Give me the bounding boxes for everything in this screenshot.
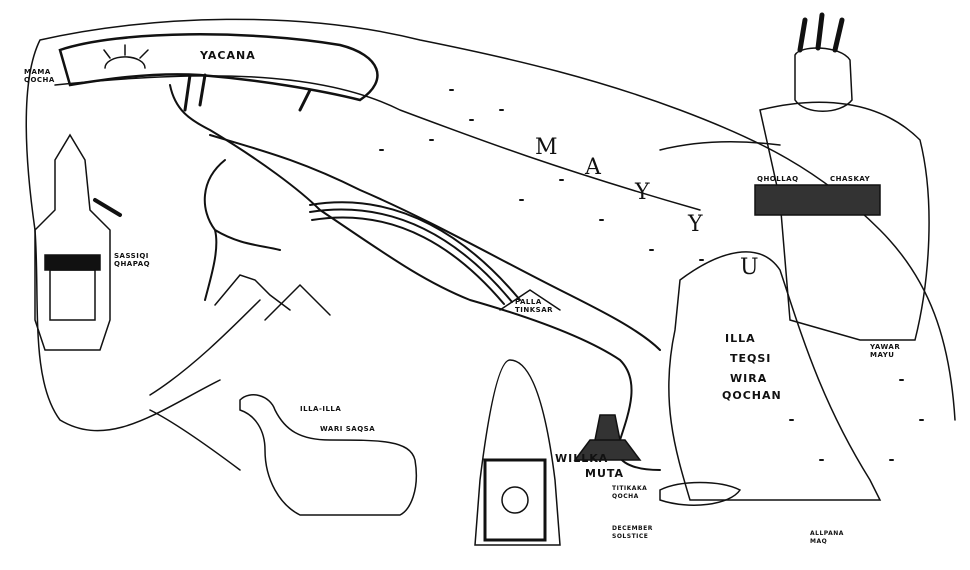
label-qochan: QOCHAN — [722, 389, 782, 402]
figure-left-sassiqi — [34, 133, 111, 351]
figure-left-tunic — [49, 269, 96, 321]
label-wari-saqsa: WARI SAQSA — [320, 425, 376, 433]
label-palla-tinksar: PALLA TINKSAR — [515, 298, 554, 314]
yacana-legs — [183, 73, 312, 112]
mountain-right — [264, 283, 331, 321]
figure-right-arm — [659, 140, 781, 151]
figure-left-staff — [93, 198, 122, 217]
label-muta: MUTA — [585, 467, 625, 480]
label-wira: WIRA — [730, 372, 768, 385]
milky-way — [309, 201, 521, 305]
titikaka-lake — [659, 481, 742, 506]
mayu-letter: U — [740, 255, 759, 280]
mountain-palla — [499, 289, 561, 311]
figure-right-belt — [754, 184, 881, 216]
figure-right-headdress — [797, 12, 845, 53]
label-yawar-mayu: YAWAR MAYU — [870, 343, 901, 359]
river-left-branch — [203, 159, 281, 301]
road-to-coast — [149, 299, 261, 471]
label-chaskay: CHASKAY — [830, 175, 871, 183]
horizon — [54, 75, 701, 211]
label-allpana-maq: ALLPANA MAQ — [810, 530, 844, 545]
stars — [379, 89, 924, 461]
willka-muta-pyramid — [573, 414, 642, 461]
label-illa: ILLA — [725, 332, 756, 345]
figure-right-head — [794, 47, 853, 112]
river-upper — [209, 134, 661, 351]
label-titikaka-qocha: TITIKAKA QOCHA — [612, 485, 648, 500]
figure-left-belt — [44, 254, 101, 271]
world-outline — [25, 18, 956, 432]
mayu-letter: Y — [635, 180, 650, 205]
mayu-letter: M — [535, 135, 558, 160]
cone-window — [501, 486, 529, 514]
mountain-left — [214, 274, 291, 311]
mayu-letter: A — [585, 155, 601, 180]
figure-right-cloak — [759, 101, 930, 341]
label-december-solstice: DECEMBER SOLSTICE — [612, 525, 653, 540]
llama-illa-illa — [239, 394, 417, 516]
mayu-letter: Y — [688, 212, 703, 237]
willka-cone — [474, 359, 561, 546]
label-yacana: YACANA — [200, 49, 256, 62]
label-sassiqi-qhapaq: SASSIQI QHAPAQ — [114, 252, 151, 268]
illa-teqsi-mountain — [668, 251, 882, 501]
label-illa-illa: ILLA-ILLA — [300, 405, 342, 413]
river-wilcamayu — [169, 84, 661, 471]
label-willka: WILLKA — [555, 452, 609, 465]
label-mama-qocha: MAMA QOCHA — [24, 68, 55, 84]
label-qhollaq: QHOLLAQ — [757, 175, 799, 183]
label-teqsi: TEQSI — [730, 352, 772, 365]
yacana-llama-constellation — [58, 33, 379, 102]
sun-icon — [103, 44, 149, 69]
cone-doorway — [483, 458, 547, 542]
